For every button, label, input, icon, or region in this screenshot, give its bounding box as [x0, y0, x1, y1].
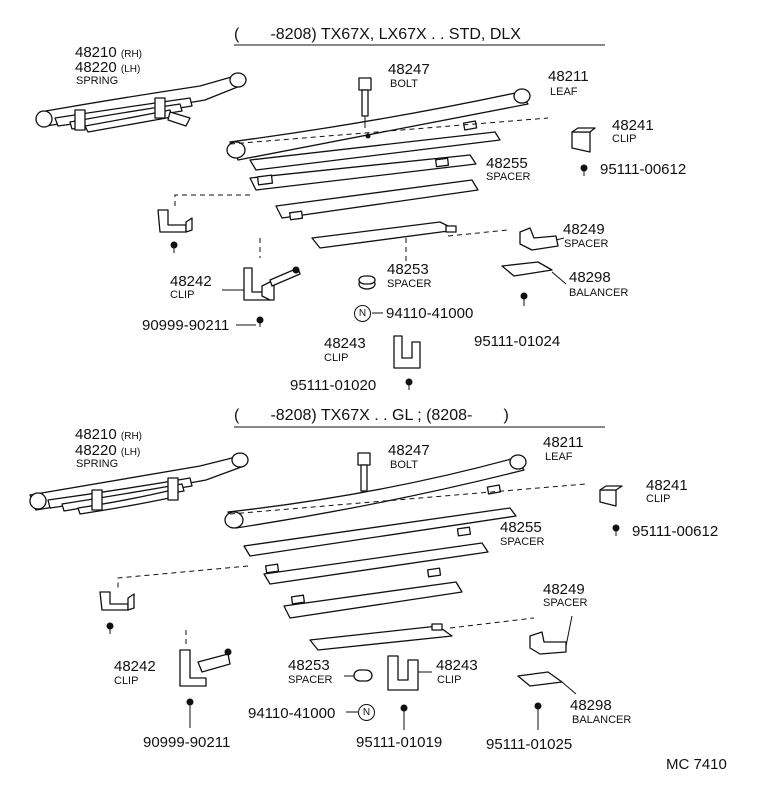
balancer-48298-2 [517, 671, 577, 695]
label-48211: 48211 [548, 68, 589, 85]
label-48210: 48210 (RH) [75, 44, 142, 61]
label-48255-2: 48255 [500, 519, 542, 536]
balancer-48298 [501, 261, 567, 285]
label-95111-01019: 95111-01019 [356, 734, 443, 751]
leaf-3b [263, 542, 489, 585]
label-94110-41000: 94110-41000 [386, 305, 474, 322]
label-leaf-2: LEAF [545, 451, 573, 463]
spring-assembly-2 [29, 452, 249, 515]
label-95111-00612-2: 95111-00612 [632, 523, 719, 540]
label-48211-2: 48211 [543, 434, 584, 451]
leaf-3 [249, 154, 477, 191]
screw-95111-01024 [520, 292, 528, 306]
label-48253: 48253 [387, 261, 429, 278]
label-spacer-48253: SPACER [387, 278, 432, 290]
label-spacer-48255: SPACER [486, 171, 531, 183]
label-spring: SPRING [76, 75, 119, 87]
label-48242-2: 48242 [114, 658, 156, 675]
nut-mark-n: N [354, 305, 371, 322]
leaf-48211-2 [224, 454, 527, 529]
nut-mark-n-2: N [358, 704, 375, 721]
label-90999-90211-2: 90999-90211 [143, 734, 231, 751]
spring-assembly [35, 72, 247, 133]
section-1-title: ( -8208) TX67X, LX67X . . STD, DLX [234, 26, 521, 43]
label-48241-2: 48241 [646, 477, 688, 494]
label-95111-01024: 95111-01024 [474, 333, 561, 350]
label-90999-90211: 90999-90211 [142, 317, 230, 334]
bolt-48247 [358, 77, 372, 117]
screw-95111-01019 [400, 704, 408, 730]
clip-left-lower [99, 591, 135, 634]
label-48298-2: 48298 [570, 697, 612, 714]
section-2-title: ( -8208) TX67X . . GL ; (8208- ) [234, 407, 509, 424]
leaf-4b [283, 581, 463, 619]
leaf-48211 [226, 88, 531, 161]
clip-left-upper [157, 209, 193, 253]
label-48241: 48241 [612, 117, 654, 134]
label-clip-48242-2: CLIP [114, 675, 139, 687]
label-clip-48243-2: CLIP [437, 674, 462, 686]
label-94110-41000-2: 94110-41000 [248, 705, 336, 722]
clip-48241-2 [599, 485, 623, 507]
label-48247-2: 48247 [388, 442, 430, 459]
screw-95111-00612-2 [612, 524, 620, 536]
label-48220: 48220 (LH) [75, 59, 141, 76]
clip-48242-2 [179, 648, 232, 687]
bolt-90999-90211 [236, 316, 264, 327]
label-95111-00612: 95111-00612 [600, 161, 687, 178]
label-48255: 48255 [486, 155, 528, 172]
label-48253-2: 48253 [288, 657, 330, 674]
label-clip-48241: CLIP [612, 133, 637, 145]
label-bolt: BOLT [390, 78, 418, 90]
spacer-48253 [358, 275, 376, 290]
label-95111-01025: 95111-01025 [486, 736, 573, 753]
label-48249: 48249 [563, 221, 605, 238]
leaf-5 [311, 221, 457, 249]
label-95111-01020: 95111-01020 [290, 377, 377, 394]
bolt-90999-90211-2 [186, 698, 194, 728]
label-48243: 48243 [324, 335, 366, 352]
label-48298: 48298 [569, 269, 611, 286]
label-48249-2: 48249 [543, 581, 585, 598]
screw-95111-01025 [534, 702, 542, 730]
label-spring-2: SPRING [76, 458, 119, 470]
leaf-4 [275, 179, 479, 219]
spacer-48249 [519, 227, 565, 251]
diagram-code: MC 7410 [666, 756, 727, 773]
label-48242: 48242 [170, 273, 212, 290]
clip-48243-2 [387, 655, 432, 691]
label-bolt-2: BOLT [390, 459, 418, 471]
leaf-2 [249, 131, 501, 171]
bolt-48247-2 [357, 452, 371, 492]
spacer-48249-2 [529, 615, 573, 655]
label-48210-2: 48210 (RH) [75, 426, 142, 443]
label-leaf: LEAF [550, 86, 578, 98]
label-spacer-48249: SPACER [564, 238, 609, 250]
clip-48241 [571, 127, 596, 153]
label-48247: 48247 [388, 61, 430, 78]
label-spacer-48249-2: SPACER [543, 597, 588, 609]
label-balancer-2: BALANCER [572, 714, 632, 726]
label-spacer-48253-2: SPACER [288, 674, 333, 686]
label-48220-2: 48220 (LH) [75, 442, 141, 459]
leaf-5b [309, 625, 453, 651]
screw-95111-01020 [405, 378, 413, 390]
label-clip-48243: CLIP [324, 352, 349, 364]
spacer-48253-2 [344, 669, 373, 682]
label-spacer-48255-2: SPACER [500, 536, 545, 548]
clip-48243 [393, 335, 421, 369]
screw-95111-00612 [580, 164, 588, 176]
label-balancer: BALANCER [569, 287, 629, 299]
label-48243-2: 48243 [436, 657, 478, 674]
label-clip-48241-2: CLIP [646, 493, 671, 505]
leaf-2b [243, 507, 517, 557]
clip-48242 [222, 266, 301, 301]
label-clip-48242: CLIP [170, 289, 195, 301]
